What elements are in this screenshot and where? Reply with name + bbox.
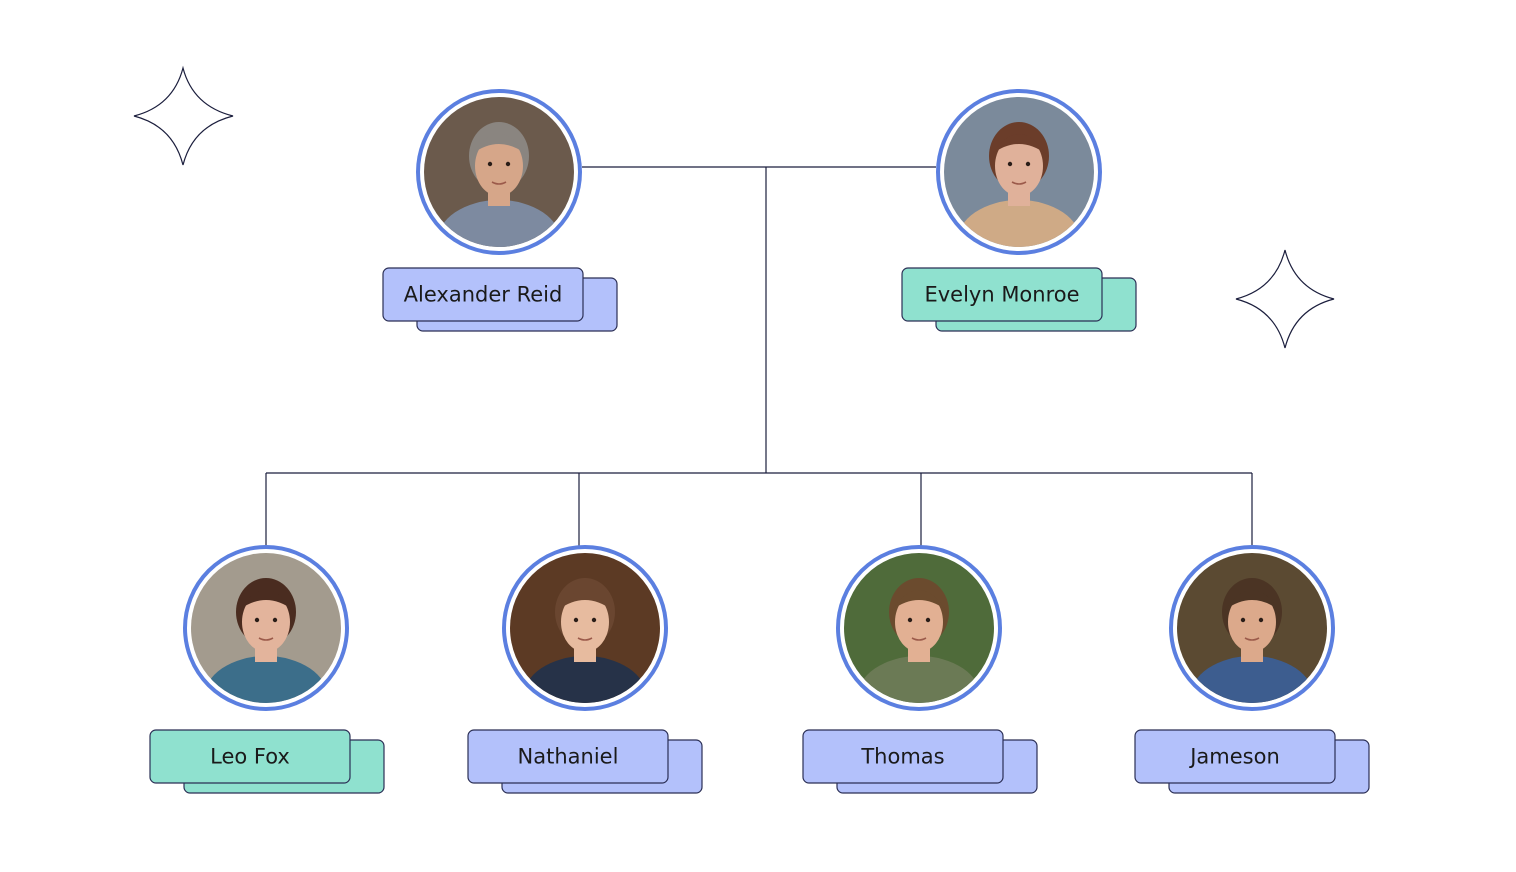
person-node-evelyn: Evelyn Monroe — [901, 89, 1137, 332]
name-card — [467, 729, 669, 784]
avatar-photo — [1177, 553, 1327, 703]
person-node-leo: Leo Fox — [149, 545, 385, 794]
sparkle-icon — [133, 65, 234, 166]
person-name: Nathaniel — [518, 745, 619, 769]
name-card — [802, 729, 1004, 784]
person-name: Alexander Reid — [404, 283, 563, 307]
person-node-alexander: Alexander Reid — [382, 89, 618, 332]
person-node-nathaniel: Nathaniel — [467, 545, 703, 794]
name-card — [1134, 729, 1336, 784]
avatar-photo — [510, 553, 660, 703]
name-card — [149, 729, 351, 784]
sparkle-icon — [1235, 249, 1335, 349]
person-node-thomas: Thomas — [802, 545, 1038, 794]
name-card — [901, 267, 1103, 322]
avatar-photo — [191, 553, 341, 703]
avatar-photo — [944, 97, 1094, 247]
name-card — [382, 267, 584, 322]
connectors — [265, 166, 1253, 546]
person-node-jameson: Jameson — [1134, 545, 1370, 794]
avatar-photo — [844, 553, 994, 703]
person-name: Jameson — [1188, 745, 1280, 769]
person-name: Evelyn Monroe — [924, 283, 1079, 307]
person-name: Leo Fox — [210, 745, 290, 769]
person-name: Thomas — [860, 745, 944, 769]
avatar-photo — [424, 97, 574, 247]
